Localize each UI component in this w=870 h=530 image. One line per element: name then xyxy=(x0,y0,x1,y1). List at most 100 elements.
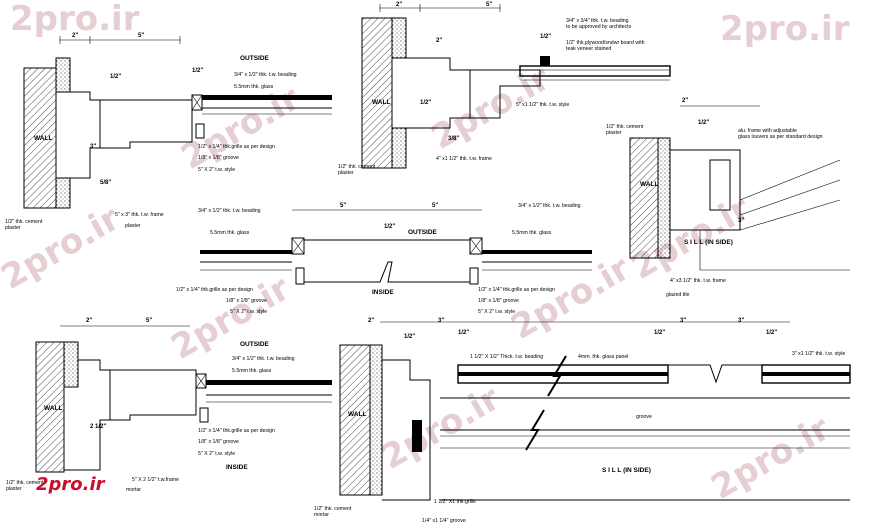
dimension-label: 2" xyxy=(396,2,402,8)
louver-frame xyxy=(709,159,731,211)
frame-label: 4" x1 1/2" thk. t.w. frame xyxy=(436,156,492,162)
glass-pane xyxy=(206,380,332,385)
dimension-label: 3" xyxy=(738,218,744,224)
dimension-label: 1/2" xyxy=(420,100,431,106)
wall-label: WALL xyxy=(44,405,62,412)
dimension-label: 5/8" xyxy=(100,180,111,186)
sill-line xyxy=(699,230,850,271)
dimension-label: 1/2" xyxy=(458,330,469,336)
glass-pane xyxy=(458,372,668,376)
glass-pane xyxy=(762,372,850,376)
watermark: 2pro.ir xyxy=(375,378,507,477)
watermark: 2pro.ir xyxy=(720,9,850,49)
frame-outline xyxy=(406,57,471,129)
glass-pane xyxy=(202,95,332,100)
dimension-label: 1/2" xyxy=(540,34,551,40)
glass-label: 5.5mm thk. glass xyxy=(232,368,272,374)
dimension-label: 1/2" xyxy=(654,330,665,336)
watermark-layer: 2pro.ir 2pro.ir 2pro.ir 2pro.ir 2pro.ir … xyxy=(0,0,850,508)
outside-label: OUTSIDE xyxy=(240,55,270,62)
wall-hatch xyxy=(361,17,393,169)
beading-block xyxy=(291,237,305,255)
style-label: 5" X 2" t.w. style xyxy=(230,309,267,315)
plaster-fill xyxy=(55,57,71,93)
sill-label: S I L L (IN SIDE) xyxy=(602,467,651,474)
beading-label: 3/4" x 1/2" thk. t.w. beading xyxy=(232,356,295,362)
beading-label: 3/4" x 1/2" thk. t.w. beading xyxy=(198,208,261,214)
watermark: 2pro.ir xyxy=(0,198,127,297)
dimension-label: 3" xyxy=(90,144,96,150)
outside-label: OUTSIDE xyxy=(408,229,438,236)
detail-window-plan-center: 5" 1/2" 5" 3/4" x 1/2" thk. t.w. beading… xyxy=(176,203,592,315)
glass-label: 5.5mm thk. glass xyxy=(234,84,274,90)
break-line xyxy=(525,409,545,451)
wall-label: WALL xyxy=(372,99,390,106)
grille-block xyxy=(195,123,205,139)
detail-door-section-top-center: WALL 2" 5" 1/2" 2" 1/2" 3/8" 3/4" x 3/4"… xyxy=(338,2,671,176)
watermark: 2pro.ir xyxy=(425,58,557,157)
glass-pane xyxy=(200,250,292,254)
wall-label: WALL xyxy=(34,135,52,142)
frame-outline xyxy=(670,149,741,231)
grille-label: 1/2" x 1/4" thk.grille as per design xyxy=(176,287,253,293)
dimension-label: 2" xyxy=(86,318,92,324)
site-logo: 2pro.ir xyxy=(36,474,106,495)
style-label: 5" X 2" t.w. style xyxy=(198,451,235,457)
groove-label: 1/4" x1 1/4" groove xyxy=(422,518,466,524)
glass-label: 5.5mm thk. glass xyxy=(512,230,552,236)
wall-label: WALL xyxy=(640,181,658,188)
dimension-label: 1/2" xyxy=(192,68,203,74)
inside-label: INSIDE xyxy=(372,289,394,296)
beading-block xyxy=(540,56,550,66)
style-label: 3" x1 1/2" thk. t.w. style xyxy=(792,351,845,357)
beading-block xyxy=(191,94,203,111)
glazed-tile-label: glazed tile xyxy=(666,292,689,298)
dimension-label: 1/2" xyxy=(766,330,777,336)
grille-block xyxy=(412,420,422,452)
wall-hatch xyxy=(35,341,65,473)
grille-label: 1 1/2" X1 thk.grille xyxy=(434,499,476,505)
sill-label: S I L L (IN SIDE) xyxy=(684,239,733,246)
glass-panel-label: 4mm. thk. glass panel xyxy=(578,354,628,360)
watermark: 2pro.ir xyxy=(10,0,140,39)
style-outline xyxy=(100,99,193,149)
frame-label: 5" X 2 1/2" t.w.frame xyxy=(132,477,179,483)
wall-hatch xyxy=(23,67,57,209)
frame-label: 5" x 3" thk. t.w. frame xyxy=(115,212,164,218)
plaster-label: plaster xyxy=(125,223,141,229)
frame-outline xyxy=(64,359,111,471)
dimension-label: 5" xyxy=(340,203,346,209)
dimension-label: 2" xyxy=(436,38,442,44)
mortar-label: mortar xyxy=(126,487,141,493)
wall-hatch xyxy=(339,344,371,496)
dimension-label: 2 1/2" xyxy=(90,424,106,430)
dimension-label: 1/2" xyxy=(404,334,415,340)
wall-hatch xyxy=(629,137,659,259)
style-label: 5" x1 1/2" thk. t.w. style xyxy=(516,102,569,108)
frame-outline xyxy=(70,91,101,179)
plaster-fill xyxy=(391,17,407,59)
detail-window-section-bottom-left: WALL 2" 5" 2 1/2" OUTSIDE 3/4" x 1/2" th… xyxy=(6,318,332,493)
groove-label: groove xyxy=(636,414,652,420)
grille-block xyxy=(295,267,305,285)
groove-label: 1/8" x 1/8" groove xyxy=(198,155,239,161)
style-label: 5" X 2" t.w. style xyxy=(198,167,235,173)
beading-block xyxy=(469,237,483,255)
groove-label: 1/8" x 1/8" groove xyxy=(478,298,519,304)
grille-label: 1/2" x 1/4" thk.grille as per design xyxy=(198,144,275,150)
grille-label: 1/2" x 1/4" thk.grille as per design xyxy=(478,287,555,293)
inside-label: INSIDE xyxy=(226,464,248,471)
dimension-label: 2" xyxy=(368,318,374,324)
dimension-label: 3/8" xyxy=(448,136,459,142)
plaster-fill xyxy=(369,344,383,496)
dimension-label: 5" xyxy=(432,203,438,209)
grille-block xyxy=(199,407,209,423)
groove-label: 1/8" x 1/8" groove xyxy=(198,439,239,445)
beading-label: 3/4" x 1/2" thk. t.w. beading xyxy=(234,72,297,78)
dimension-label: 3" xyxy=(738,318,744,324)
